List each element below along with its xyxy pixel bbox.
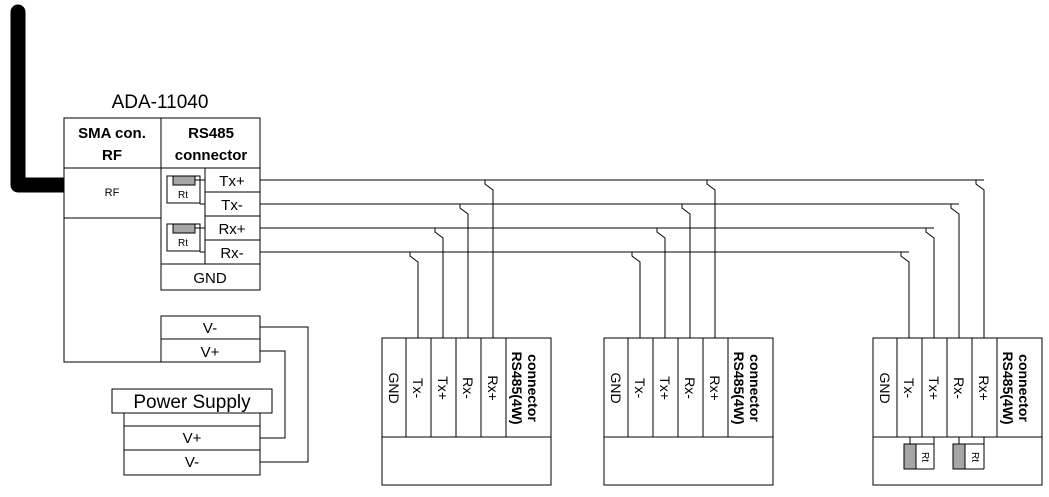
- bus-drop-tx-minus-node1: [459, 204, 469, 338]
- psu-v-plus-label: V+: [183, 430, 202, 447]
- bus-drop-rx-plus-node2: [656, 228, 666, 338]
- bus-drop-rx-plus-node3: [925, 228, 935, 338]
- node-connector-2: GND Tx- Tx+ Rx- Rx+ RS485(4W) connector: [603, 337, 774, 486]
- device-v-minus-label: V-: [203, 320, 217, 337]
- device-v-plus-label: V+: [201, 344, 220, 361]
- resistor-label: Rt: [919, 452, 930, 462]
- bus-drop-rx-minus-node2: [631, 252, 641, 338]
- bus-drop-rx-minus-node1: [409, 252, 419, 338]
- resistor-label: Rt: [969, 452, 980, 462]
- node3-tx-termination-resistor: Rt: [903, 437, 935, 470]
- rs485-header-line2: connector: [175, 147, 248, 164]
- node2-title-line1: RS485(4W): [731, 351, 747, 424]
- node3-pin-tx-plus: Tx+: [926, 376, 942, 400]
- device-body-outline: [63, 218, 161, 363]
- node2-pin-tx-minus: Tx-: [632, 378, 648, 399]
- node1-pin-tx-minus: Tx-: [410, 378, 426, 399]
- psu-v-minus-label: V-: [185, 454, 199, 471]
- bus-drop-tx-plus-node3: [975, 180, 985, 338]
- power-supply-title: Power Supply: [133, 392, 251, 413]
- node1-pin-rx-plus: Rx+: [485, 375, 501, 400]
- node2-pin-gnd: GND: [608, 372, 624, 403]
- node3-pin-rx-minus: Rx-: [951, 377, 967, 399]
- bus-drop-rx-plus-node1: [434, 228, 444, 338]
- rx-termination-resistor: Rt: [166, 223, 205, 253]
- bus-drop-rx-minus-node3: [900, 252, 910, 338]
- power-supply: Power Supply V+ V-: [111, 388, 273, 476]
- rs485-header-line1: RS485: [188, 125, 234, 142]
- sma-connector-block: SMA con. RF RF: [63, 117, 162, 219]
- node-connector-1: GND Tx- Tx+ Rx- Rx+ RS485(4W) connector: [381, 337, 552, 486]
- rf-label: RF: [105, 187, 120, 199]
- antenna-icon: [10, 4, 72, 193]
- node1-pin-rx-minus: Rx-: [460, 377, 476, 399]
- node1-title-line2: connector: [525, 354, 541, 422]
- device-title: ADA-11040: [112, 92, 209, 113]
- node3-title-line1: RS485(4W): [1000, 351, 1016, 424]
- bus-drop-tx-minus-node2: [681, 204, 691, 338]
- node3-pin-rx-plus: Rx+: [976, 375, 992, 400]
- bus-wires: [260, 179, 985, 338]
- pin-label-tx-minus: Tx-: [221, 197, 243, 214]
- node2-pin-tx-plus: Tx+: [657, 376, 673, 400]
- resistor-label: Rt: [178, 238, 188, 249]
- resistor-label: Rt: [178, 190, 188, 201]
- device-power-terminals: V- V+: [160, 315, 261, 363]
- tx-termination-resistor: Rt: [166, 175, 205, 205]
- gnd-label: GND: [193, 270, 227, 287]
- wire-v-plus: [260, 350, 286, 439]
- node3-rx-termination-resistor: Rt: [952, 437, 985, 470]
- bus-drop-tx-plus-node2: [706, 180, 716, 338]
- node3-pin-gnd: GND: [877, 372, 893, 403]
- node3-pin-tx-minus: Tx-: [901, 378, 917, 399]
- sma-header-line2: RF: [102, 147, 122, 164]
- pin-label-rx-plus: Rx+: [218, 221, 245, 238]
- pin-label-rx-minus: Rx-: [220, 245, 243, 262]
- node1-pin-tx-plus: Tx+: [435, 376, 451, 400]
- rs485-connector-block: RS485 connector Tx+ Tx- Rx+ Rx- GND Rt: [160, 117, 261, 291]
- pin-label-tx-plus: Tx+: [219, 173, 245, 190]
- node1-pin-gnd: GND: [386, 372, 402, 403]
- node1-title-line1: RS485(4W): [509, 351, 525, 424]
- sma-header-line1: SMA con.: [78, 125, 146, 142]
- node-connector-3: GND Tx- Tx+ Rx- Rx+ RS485(4W) connector …: [872, 337, 1043, 486]
- bus-drop-tx-minus-node3: [950, 204, 960, 338]
- node3-title-line2: connector: [1016, 354, 1032, 422]
- wire-v-minus: [260, 326, 309, 463]
- node2-pin-rx-plus: Rx+: [707, 375, 723, 400]
- node2-pin-rx-minus: Rx-: [682, 377, 698, 399]
- bus-drop-tx-plus-node1: [484, 180, 494, 338]
- node2-title-line2: connector: [747, 354, 763, 422]
